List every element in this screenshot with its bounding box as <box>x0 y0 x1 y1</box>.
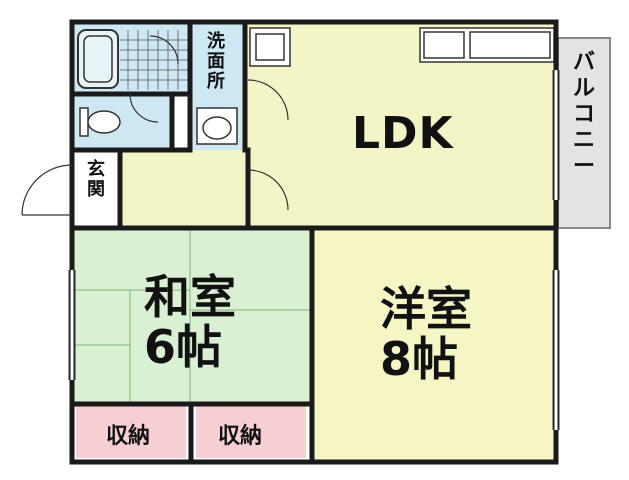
entrance-label-char: 関 <box>87 179 105 200</box>
kitchen-counter-icon <box>419 27 555 63</box>
door-swings <box>21 35 289 216</box>
bathtub-icon <box>77 29 119 89</box>
western-room-area <box>312 228 557 460</box>
tatami-lines <box>72 230 310 403</box>
sink-icon <box>196 107 238 145</box>
entrance-label-char: 玄 <box>87 159 105 180</box>
walls <box>69 19 559 465</box>
japanese-room-label-line: 6帖 <box>144 320 223 374</box>
corridor-area <box>120 150 250 228</box>
western-room-label: 洋室 8帖 <box>380 284 472 384</box>
bath-tile-grid <box>120 30 188 90</box>
washroom-label-char: 洗 <box>207 31 225 52</box>
washroom-label-char: 所 <box>207 71 225 92</box>
balcony-label-char: ニ <box>572 128 595 153</box>
toilet-icon <box>79 107 121 137</box>
japanese-room-label: 和室 6帖 <box>144 272 236 372</box>
japanese-room-area <box>72 228 310 403</box>
balcony-label-char: コ <box>572 102 595 127</box>
balcony-label: バ ル コ ニ ー <box>571 50 597 180</box>
western-room-label-line: 洋室 <box>380 282 472 336</box>
balcony-label-char: バ <box>572 50 595 75</box>
entrance-label: 玄 関 <box>86 160 106 200</box>
ldk-label: LDK <box>352 108 454 159</box>
entrance-area <box>72 152 120 228</box>
balcony-label-char: ー <box>572 154 595 179</box>
storage-right-area <box>196 406 306 458</box>
japanese-room-label-line: 和室 <box>144 270 236 324</box>
storage-right-label: 収納 <box>218 424 263 449</box>
storage-left-area <box>76 406 186 458</box>
washroom-label: 洗 面 所 <box>206 32 226 92</box>
western-room-label-line: 8帖 <box>380 332 459 386</box>
storage-left-label: 収納 <box>106 424 151 449</box>
washroom-label-char: 面 <box>207 51 225 72</box>
washing-machine-icon <box>249 27 291 67</box>
balcony-label-char: ル <box>572 76 595 101</box>
windows <box>70 70 558 430</box>
